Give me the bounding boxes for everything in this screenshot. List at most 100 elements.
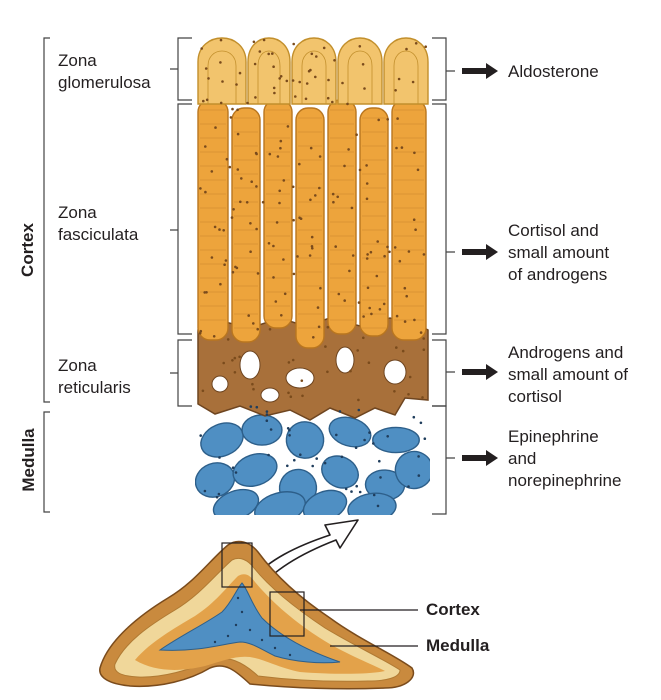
zona-glomerulosa-label: Zona glomerulosa [58, 50, 151, 94]
cell-nucleus [365, 197, 369, 201]
cell-nucleus [350, 206, 354, 210]
cell-nucleus [307, 69, 311, 73]
cell-nucleus [423, 437, 427, 441]
cell-nucleus [308, 254, 312, 257]
cell-nucleus [210, 256, 214, 259]
cell-nucleus [278, 77, 282, 80]
cell-nucleus [265, 413, 269, 416]
cell-nucleus [229, 116, 233, 119]
cell-nucleus [372, 493, 376, 497]
cell-nucleus [411, 80, 415, 84]
cell-nucleus [250, 180, 253, 183]
cell-nucleus [245, 201, 249, 204]
cell-nucleus [224, 259, 228, 262]
cell-nucleus [210, 170, 214, 173]
cell-nucleus [274, 300, 278, 303]
cell-nucleus [235, 83, 238, 86]
adrenal-gland [99, 540, 418, 690]
cell-nucleus [348, 269, 351, 273]
cell-nucleus [407, 250, 411, 253]
cell-nucleus [412, 218, 416, 221]
cell-nucleus [234, 471, 238, 474]
fasciculata-column [295, 107, 325, 349]
cell-nucleus [310, 245, 314, 248]
cell-nucleus [405, 294, 409, 298]
cell-nucleus [233, 371, 237, 374]
cell-nucleus [222, 361, 225, 365]
cell-nucleus [228, 165, 232, 169]
gland-nucleus [260, 638, 264, 642]
medulla-cell-clusters [195, 414, 430, 515]
medulla-cell-cluster [328, 416, 372, 448]
cell-nucleus [269, 428, 273, 431]
gland-nucleus [236, 596, 240, 600]
cell-nucleus [333, 59, 336, 62]
product-arrows [462, 63, 498, 466]
cell-nucleus [334, 245, 338, 248]
zoom-box-top [221, 542, 253, 588]
cell-nucleus [413, 151, 416, 155]
aldosterone-label: Aldosterone [508, 61, 599, 83]
reticularis-sinusoid [239, 350, 261, 380]
cell-nucleus [198, 332, 202, 335]
gland-nucleus [226, 634, 230, 638]
cell-nucleus [207, 77, 210, 80]
cell-nucleus [253, 62, 257, 66]
gland-nucleus [248, 628, 252, 632]
cell-nucleus [382, 302, 386, 306]
cell-nucleus [292, 42, 296, 46]
cell-nucleus [204, 145, 207, 148]
gland-nucleus [288, 653, 292, 657]
medulla-cell-cluster [321, 455, 359, 489]
cell-nucleus [394, 89, 397, 92]
glomerulosa-arch-inner [207, 50, 237, 104]
cell-nucleus [249, 222, 252, 225]
cell-nucleus [309, 146, 313, 150]
cell-nucleus [378, 459, 381, 463]
zona-glomerulosa-line2: glomerulosa [58, 73, 151, 92]
cell-nucleus [234, 265, 237, 269]
glomerulosa-arch-inner [347, 50, 373, 104]
cell-nucleus [386, 245, 389, 249]
cell-nucleus [255, 405, 259, 409]
glomerulosa-arches [197, 37, 429, 105]
cell-nucleus [236, 108, 239, 112]
zona-glomerulosa-line1: Zona [58, 51, 97, 70]
cell-nucleus [247, 314, 250, 317]
cell-nucleus [376, 240, 380, 243]
cell-nucleus [225, 157, 229, 161]
gland-medulla-dots [213, 596, 292, 657]
cell-nucleus [316, 306, 320, 309]
cell-nucleus [365, 164, 368, 167]
cell-nucleus [231, 359, 234, 362]
cell-nucleus [312, 336, 315, 339]
cell-nucleus [424, 45, 428, 48]
cell-nucleus [286, 464, 289, 468]
right-brackets [432, 37, 455, 515]
reticularis-bracket-right [432, 339, 455, 407]
gland-nucleus [240, 610, 244, 614]
cell-nucleus [301, 394, 304, 398]
cell-nucleus [324, 345, 327, 348]
cell-nucleus [258, 50, 262, 53]
cell-nucleus [400, 146, 404, 149]
medulla-bracket [43, 411, 50, 513]
cell-nucleus [355, 133, 358, 136]
cell-nucleus [231, 466, 235, 470]
cell-nucleus [363, 87, 366, 90]
reticularis-bracket-left [170, 339, 192, 407]
cell-nucleus [268, 152, 272, 156]
cell-nucleus [421, 396, 424, 399]
cell-nucleus [261, 200, 265, 204]
medulla-cell-cluster [372, 426, 420, 454]
androgens-line1: Androgens and [508, 343, 624, 362]
cell-nucleus [294, 95, 297, 98]
cell-nucleus [315, 457, 319, 460]
cell-nucleus [287, 361, 291, 364]
fasciculata-bracket-left [170, 103, 192, 335]
medulla-cell-cluster [394, 450, 430, 490]
cell-nucleus [298, 216, 301, 220]
cell-nucleus [386, 435, 390, 438]
arrow-cortisol [462, 244, 498, 260]
cell-nucleus [202, 99, 205, 103]
